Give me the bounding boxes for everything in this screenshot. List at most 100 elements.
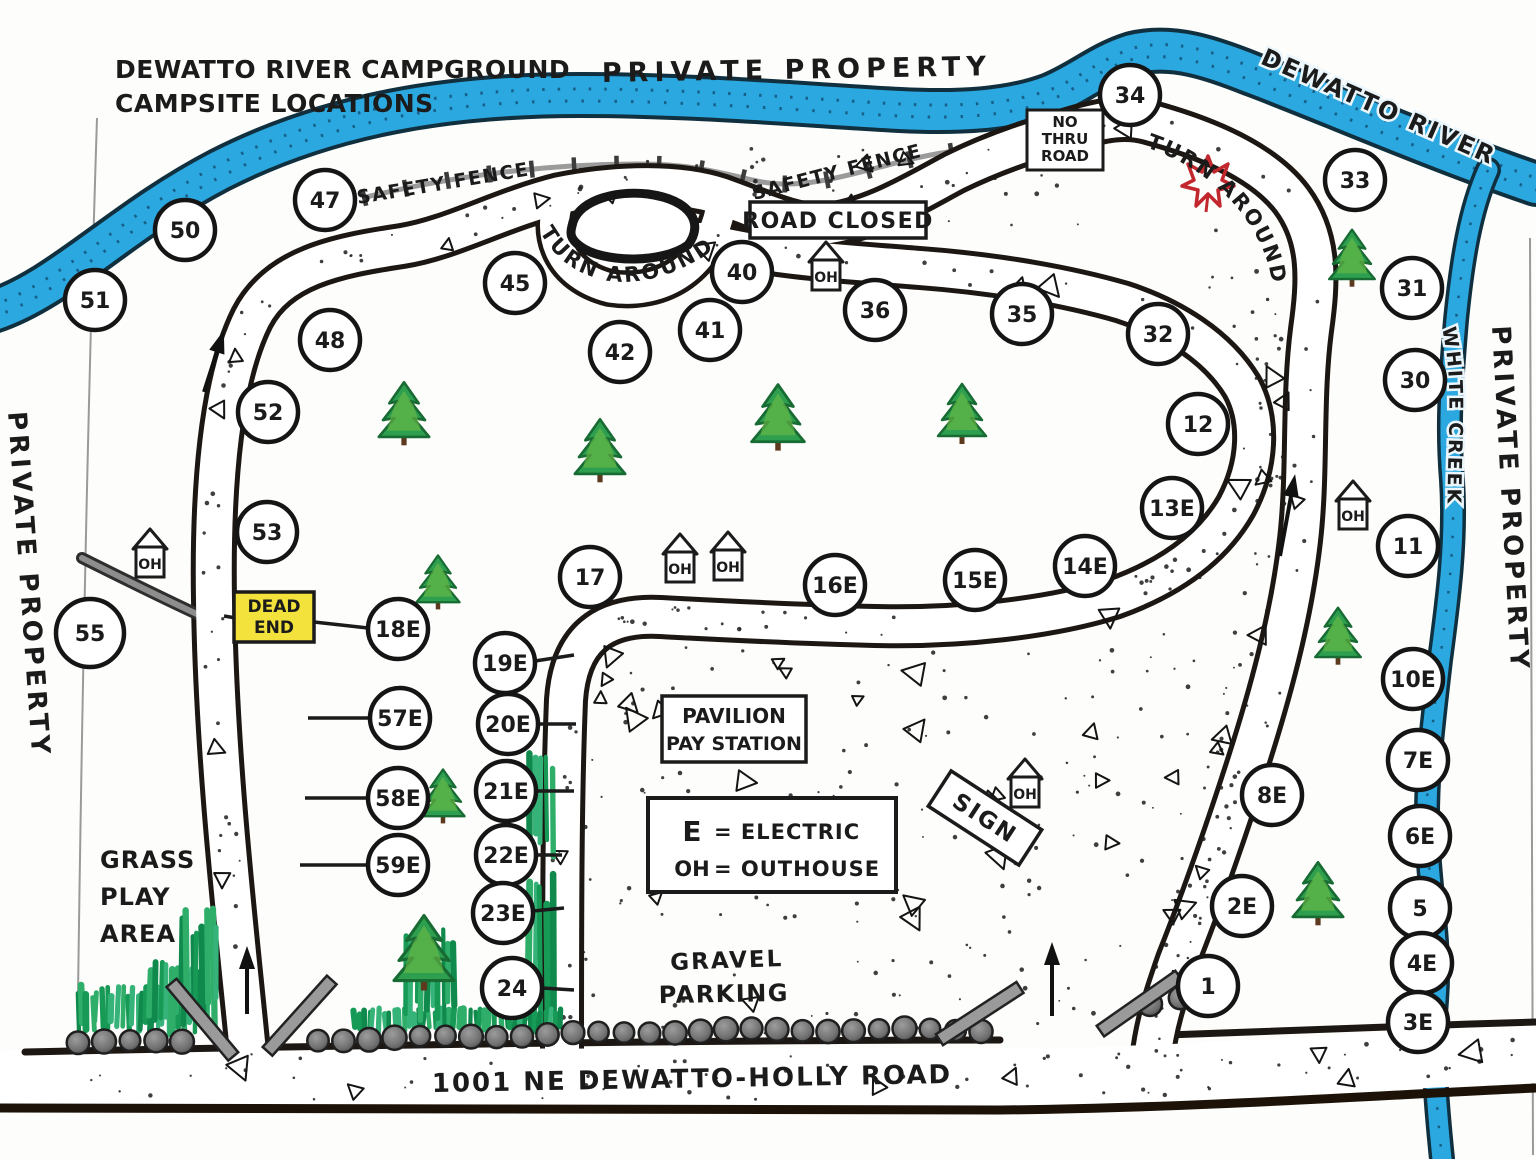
campsite-marker-5: 5 xyxy=(1387,875,1453,941)
svg-text:14E: 14E xyxy=(1062,555,1108,580)
no-thru-line3: ROAD xyxy=(1041,147,1089,165)
pavilion-line1: PAVILION xyxy=(682,704,786,728)
campsite-marker-22E: 22E xyxy=(473,822,539,888)
svg-text:4E: 4E xyxy=(1407,952,1437,977)
campsite-marker-4E: 4E xyxy=(1389,930,1455,996)
grass-play-area-line3: AREA xyxy=(100,920,176,948)
svg-text:33: 33 xyxy=(1340,169,1371,194)
campsite-marker-53: 53 xyxy=(234,499,300,565)
svg-text:48: 48 xyxy=(315,329,346,354)
campsite-marker-18E: 18E xyxy=(365,596,431,662)
road-closed-label: ROAD CLOSED xyxy=(742,209,934,234)
campsite-marker-58E: 58E xyxy=(365,765,431,831)
svg-text:24: 24 xyxy=(497,977,528,1002)
campsite-marker-57E: 57E xyxy=(367,685,433,751)
private-property-top-label: PRIVATE PROPERTY xyxy=(602,51,993,89)
campsite-marker-6E: 6E xyxy=(1387,803,1453,869)
map-title-line1: DEWATTO RIVER CAMPGROUND xyxy=(115,55,570,84)
svg-text:10E: 10E xyxy=(1390,668,1436,693)
road-surfaces xyxy=(195,101,1334,1083)
campsite-marker-10E: 10E xyxy=(1380,646,1446,712)
campsite-leader-lines xyxy=(300,653,576,992)
campsite-marker-11: 11 xyxy=(1375,513,1441,579)
map-title-line2: CAMPSITE LOCATIONS xyxy=(115,89,434,118)
campsite-marker-2E: 2E xyxy=(1209,873,1275,939)
dead-end-sign: DEAD END xyxy=(223,590,369,644)
campsite-marker-34: 34 xyxy=(1097,62,1163,128)
svg-text:57E: 57E xyxy=(377,707,423,732)
campsite-marker-33: 33 xyxy=(1322,147,1388,213)
barrier-bar xyxy=(260,973,339,1058)
dead-end-line2: END xyxy=(254,618,294,638)
campsite-marker-16E: 16E xyxy=(802,552,868,618)
campsite-marker-12: 12 xyxy=(1165,391,1231,457)
campsite-marker-7E: 7E xyxy=(1385,727,1451,793)
campsite-marker-35: 35 xyxy=(989,281,1055,347)
campsite-marker-21E: 21E xyxy=(473,758,539,824)
campsite-marker-32: 32 xyxy=(1125,301,1191,367)
no-thru-line2: THRU xyxy=(1042,130,1089,148)
svg-text:41: 41 xyxy=(695,319,726,344)
property-line-right xyxy=(1529,237,1534,1156)
svg-text:13E: 13E xyxy=(1149,497,1195,522)
svg-text:19E: 19E xyxy=(482,652,528,677)
campsite-marker-19E: 19E xyxy=(472,630,538,696)
svg-text:58E: 58E xyxy=(375,787,421,812)
svg-text:30: 30 xyxy=(1400,369,1431,394)
barrier-bars xyxy=(164,968,1185,1063)
campsite-marker-20E: 20E xyxy=(475,691,541,757)
barrier-bar xyxy=(164,976,240,1063)
campsite-marker-3E: 3E xyxy=(1385,989,1451,1055)
svg-text:35: 35 xyxy=(1007,303,1038,328)
legend-electric-key: E xyxy=(682,815,701,848)
svg-text:32: 32 xyxy=(1143,323,1174,348)
svg-text:2E: 2E xyxy=(1227,895,1257,920)
direction-arrows xyxy=(202,330,1299,1016)
grass-play-area-line2: PLAY xyxy=(100,883,171,911)
campsite-marker-13E: 13E xyxy=(1139,475,1205,541)
campsite-marker-17: 17 xyxy=(557,544,623,610)
campsite-marker-31: 31 xyxy=(1379,255,1445,321)
campsite-marker-14E: 14E xyxy=(1052,533,1118,599)
svg-text:55: 55 xyxy=(75,622,106,647)
campsite-marker-42: 42 xyxy=(587,319,653,385)
svg-text:18E: 18E xyxy=(375,618,421,643)
dead-end-line1: DEAD xyxy=(248,597,301,617)
legend-outhouse-key: OH xyxy=(674,857,709,881)
grass-play-area-line1: GRASS xyxy=(100,846,195,874)
svg-text:31: 31 xyxy=(1397,277,1428,302)
gravel-parking-line1: GRAVEL xyxy=(670,946,784,976)
campsite-marker-51: 51 xyxy=(62,267,128,333)
campsite-marker-23E: 23E xyxy=(470,880,536,946)
campsite-marker-50: 50 xyxy=(152,197,218,263)
svg-text:16E: 16E xyxy=(812,574,858,599)
direction-arrow xyxy=(1044,942,1060,1016)
svg-text:42: 42 xyxy=(605,341,636,366)
campsite-marker-1: 1 xyxy=(1175,953,1241,1019)
svg-text:36: 36 xyxy=(860,299,891,324)
road-closed-sign: ROAD CLOSED xyxy=(742,200,934,240)
pavilion-line2: PAY STATION xyxy=(666,733,802,755)
campsite-marker-59E: 59E xyxy=(365,832,431,898)
svg-text:51: 51 xyxy=(80,289,111,314)
svg-text:12: 12 xyxy=(1183,413,1214,438)
boulder-row xyxy=(65,985,1193,1056)
barrier-bar xyxy=(934,980,1026,1047)
dewatto-river-path xyxy=(0,27,1536,333)
svg-text:34: 34 xyxy=(1115,84,1146,109)
campsite-marker-30: 30 xyxy=(1382,347,1448,413)
campsite-marker-48: 48 xyxy=(297,307,363,373)
svg-text:47: 47 xyxy=(310,189,341,214)
turnaround-island xyxy=(566,188,700,264)
svg-text:23E: 23E xyxy=(480,902,526,927)
campsite-marker-36: 36 xyxy=(842,277,908,343)
no-thru-line1: NO xyxy=(1052,113,1077,131)
pavilion-pay-station-sign: PAVILION PAY STATION xyxy=(660,694,808,764)
legend-box: E = ELECTRIC OH = OUTHOUSE xyxy=(646,796,898,894)
svg-text:3E: 3E xyxy=(1403,1011,1433,1036)
svg-text:40: 40 xyxy=(727,261,758,286)
svg-text:7E: 7E xyxy=(1403,749,1433,774)
campsite-marker-40: 40 xyxy=(709,239,775,305)
